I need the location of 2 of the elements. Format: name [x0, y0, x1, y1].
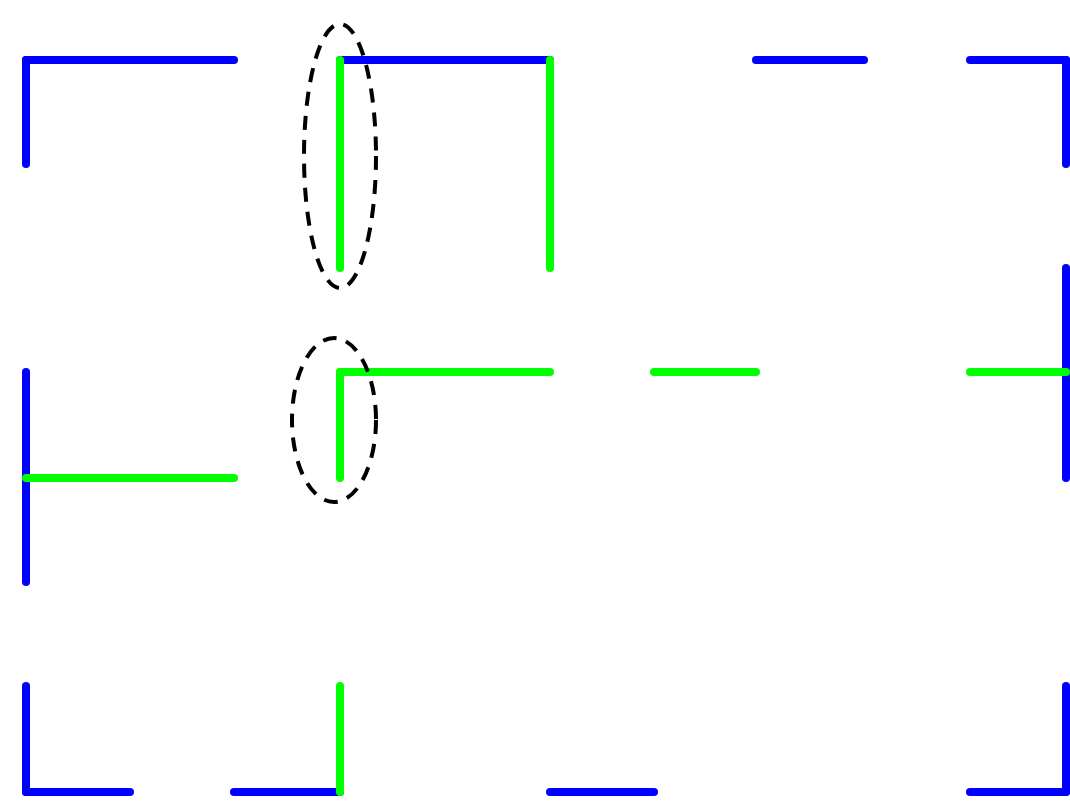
dashed-ellipse — [302, 22, 378, 290]
dashed-ellipse — [290, 336, 378, 504]
